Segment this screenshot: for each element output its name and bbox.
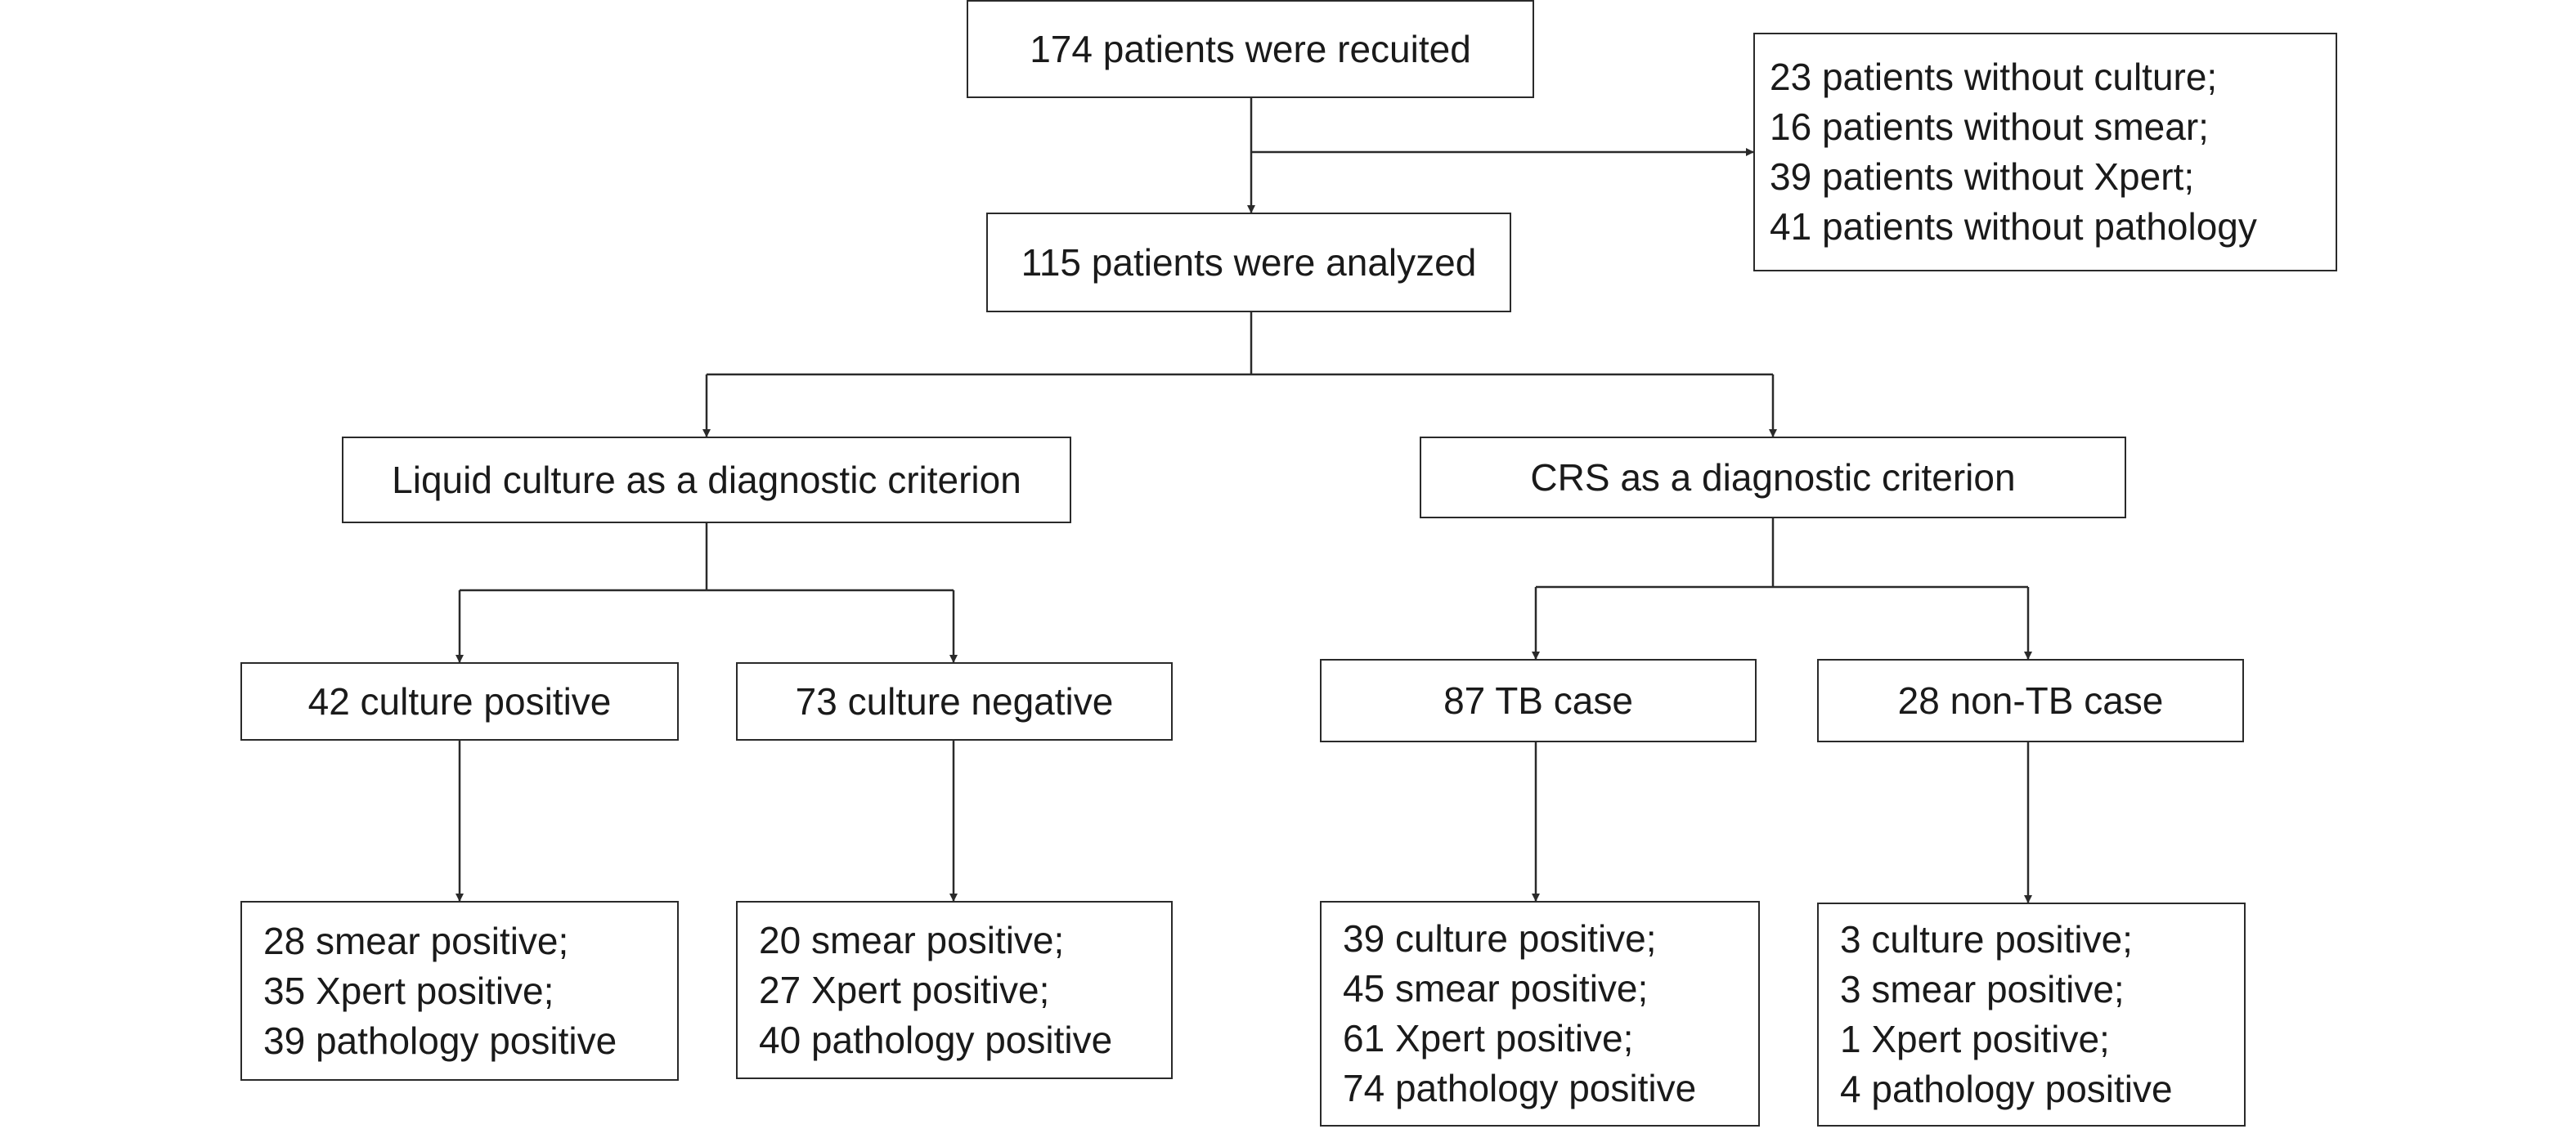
crs-criterion-box: CRS as a diagnostic criterion <box>1420 437 2126 518</box>
excluded-culture-text: 23 patients without culture; <box>1770 56 2218 98</box>
result-line: 39 pathology positive <box>263 1019 617 1062</box>
analyzed-box: 115 patients were analyzed <box>986 213 1511 312</box>
culture-positive-label: 42 culture positive <box>307 679 612 723</box>
result-line: 3 culture positive; <box>1840 918 2133 961</box>
result-line: 4 pathology positive <box>1840 1068 2173 1110</box>
analyzed-label: 115 patients were analyzed <box>1021 240 1477 284</box>
excluded-smear-text: 16 patients without smear; <box>1770 105 2209 148</box>
result-line: 20 smear positive; <box>759 918 1065 961</box>
result-line: 1 Xpert positive; <box>1840 1018 2110 1060</box>
result-line: 74 pathology positive <box>1343 1067 1697 1109</box>
crs-criterion-label: CRS as a diagnostic criterion <box>1530 455 2016 499</box>
result-line: 27 Xpert positive; <box>759 968 1050 1011</box>
non-tb-case-label: 28 non-TB case <box>1897 679 2164 722</box>
non-tb-case-results-box: 3 culture positive; 3 smear positive; 1 … <box>1817 903 2246 1127</box>
excluded-box: 23 patients without culture; 16 patients… <box>1753 33 2337 271</box>
result-line: 45 smear positive; <box>1343 967 1649 1010</box>
result-line: 28 smear positive; <box>263 919 569 962</box>
result-line: 35 Xpert positive; <box>263 969 554 1012</box>
result-line: 3 smear positive; <box>1840 968 2125 1010</box>
recruited-box: 174 patients were recuited <box>967 0 1534 98</box>
result-line: 61 Xpert positive; <box>1343 1017 1634 1060</box>
tb-case-label: 87 TB case <box>1443 679 1633 722</box>
result-line: 39 culture positive; <box>1343 917 1657 960</box>
liquid-culture-criterion-label: Liquid culture as a diagnostic criterion <box>392 458 1021 501</box>
excluded-pathology-text: 41 patients without pathology <box>1770 205 2257 248</box>
recruited-label: 174 patients were recuited <box>1030 27 1471 70</box>
excluded-xpert-text: 39 patients without Xpert; <box>1770 155 2195 198</box>
culture-negative-box: 73 culture negative <box>736 662 1173 741</box>
liquid-culture-criterion-box: Liquid culture as a diagnostic criterion <box>342 437 1071 523</box>
culture-positive-box: 42 culture positive <box>240 662 679 741</box>
tb-case-results-box: 39 culture positive; 45 smear positive; … <box>1320 901 1760 1127</box>
culture-positive-results-box: 28 smear positive; 35 Xpert positive; 39… <box>240 901 679 1081</box>
result-line: 40 pathology positive <box>759 1018 1113 1061</box>
culture-negative-label: 73 culture negative <box>795 679 1114 723</box>
tb-case-box: 87 TB case <box>1320 659 1757 742</box>
culture-negative-results-box: 20 smear positive; 27 Xpert positive; 40… <box>736 901 1173 1079</box>
non-tb-case-box: 28 non-TB case <box>1817 659 2244 742</box>
